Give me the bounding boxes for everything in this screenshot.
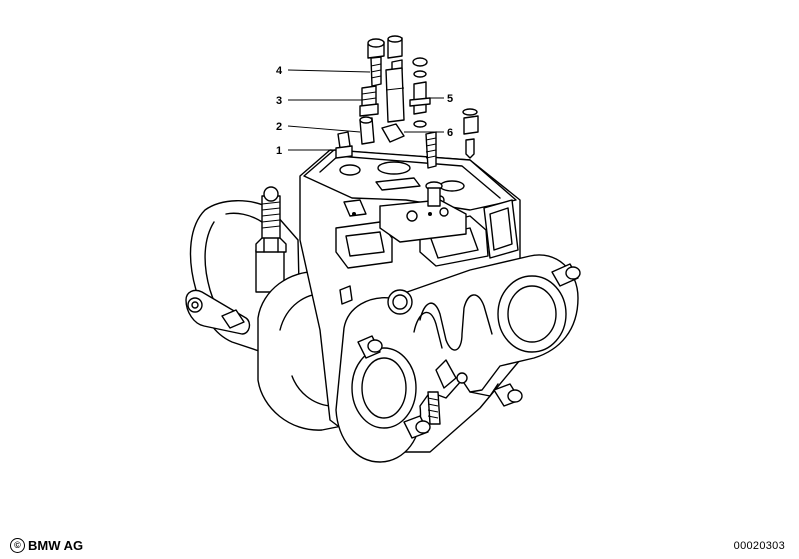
flange-stud xyxy=(427,391,441,425)
callout-5[interactable]: 5 xyxy=(447,93,453,105)
leader-lines xyxy=(287,69,444,151)
part-3-emulsion-tube xyxy=(359,85,379,117)
diagram-number: 00020303 xyxy=(733,540,785,552)
callout-4[interactable]: 4 xyxy=(276,65,283,77)
part-4-screw xyxy=(367,38,385,87)
callout-2[interactable]: 2 xyxy=(276,121,282,133)
copyright-notice: © BMW AG xyxy=(10,538,83,553)
callout-6[interactable]: 6 xyxy=(447,127,453,139)
needle-valve xyxy=(462,108,479,159)
part-5-idle-jet xyxy=(409,57,431,128)
callout-3[interactable]: 3 xyxy=(276,95,282,107)
flange-stud xyxy=(403,415,431,439)
body-top-screw xyxy=(425,181,443,207)
part-1-jet xyxy=(335,131,353,159)
part-2-jet-holder xyxy=(359,116,375,145)
brand-name: BMW AG xyxy=(28,538,84,553)
flange-stud xyxy=(493,383,523,407)
callouts: 1 2 3 4 5 6 xyxy=(276,65,453,157)
exploded-parts xyxy=(335,35,479,207)
main-jet-carrier xyxy=(381,35,405,143)
carburetor-body xyxy=(185,149,581,463)
flange-stud xyxy=(357,335,383,359)
flange-stud xyxy=(551,263,581,287)
part-6-stud xyxy=(425,131,437,169)
copyright-icon: © xyxy=(10,538,25,553)
callout-1[interactable]: 1 xyxy=(276,145,282,157)
